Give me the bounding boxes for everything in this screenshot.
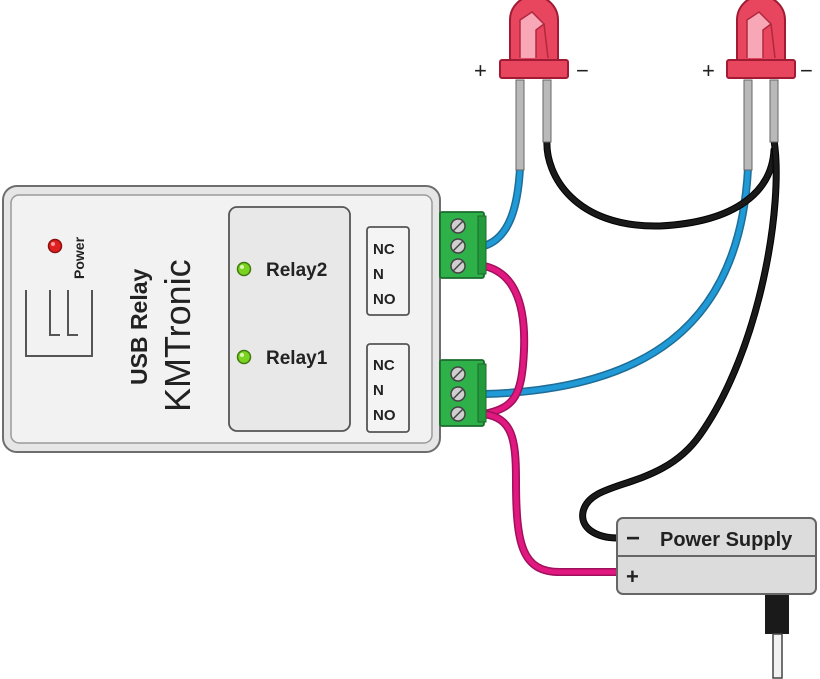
led-2: + − — [702, 0, 813, 171]
relay2-label: Relay2 — [266, 260, 327, 281]
brand-name: KMTronic — [157, 259, 198, 412]
relay2-led — [236, 261, 252, 277]
power-supply-plug-body — [765, 594, 789, 634]
relay1-terminal-n: N — [373, 382, 384, 399]
relay-indicator-panel — [228, 206, 351, 432]
led-plus-label: + — [474, 58, 487, 83]
relay1-terminal-box — [366, 343, 410, 433]
relay1-terminal-no: NO — [373, 407, 396, 424]
led-leg-minus — [542, 79, 552, 143]
terminal-block-relay1 — [439, 359, 487, 427]
power-supply-plug-pin — [772, 633, 783, 679]
led-leg-plus — [743, 79, 753, 171]
led-leg-minus — [769, 79, 779, 143]
relay2-terminal-n: N — [373, 266, 384, 283]
relay1-terminal-nc: NC — [373, 357, 395, 374]
led-plus-label: + — [702, 58, 715, 83]
relay2-terminal-box — [366, 226, 410, 316]
terminal-block-relay2 — [439, 211, 487, 279]
power-led — [47, 238, 63, 254]
led-1: + − — [474, 0, 589, 171]
usb-port-icon — [25, 290, 93, 357]
relay2-terminal-no: NO — [373, 291, 396, 308]
led-rim — [726, 59, 796, 79]
led-minus-label: − — [800, 58, 813, 83]
power-label: Power — [71, 236, 87, 279]
led-highlight — [519, 11, 546, 58]
relay1-led — [236, 349, 252, 365]
terminal-screw — [450, 218, 466, 274]
led-minus-label: − — [576, 58, 589, 83]
power-supply-plus: + — [626, 564, 639, 589]
wires — [480, 136, 780, 576]
usb-relay-device: Power USB Relay KMTronic Relay2 Relay1 N… — [2, 185, 441, 453]
power-supply-minus: − — [626, 525, 640, 552]
led-leg-plus — [515, 79, 525, 171]
power-supply-title: Power Supply — [660, 529, 793, 551]
product-name: USB Relay — [126, 268, 152, 385]
terminal-screw — [450, 366, 466, 422]
led-rim — [499, 59, 569, 79]
led-highlight — [746, 11, 773, 58]
relay1-label: Relay1 — [266, 348, 328, 369]
relay2-terminal-nc: NC — [373, 241, 395, 258]
power-supply: − Power Supply + — [616, 517, 817, 679]
